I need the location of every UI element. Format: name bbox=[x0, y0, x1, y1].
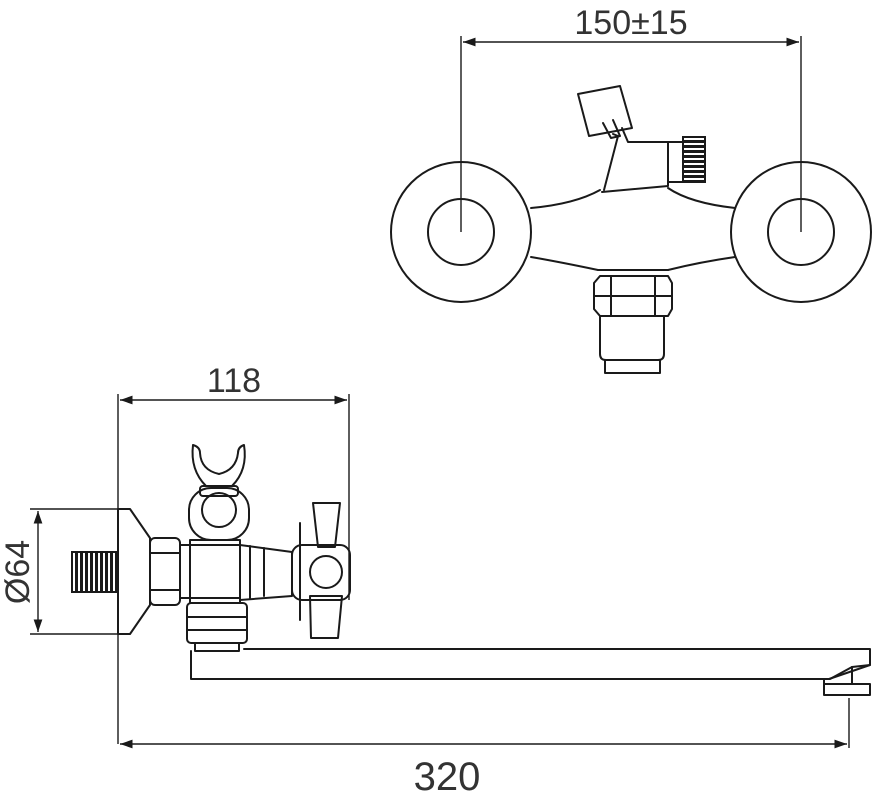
right-handle-top bbox=[730, 161, 872, 303]
spout bbox=[190, 648, 871, 696]
diverter-stem bbox=[188, 487, 250, 541]
outlet-nut-side bbox=[186, 602, 248, 652]
top-view: 150±15 bbox=[390, 4, 872, 374]
mixer-body-side bbox=[179, 539, 293, 604]
dimension-label-spout-length: 320 bbox=[414, 755, 481, 799]
diverter-knob bbox=[577, 85, 669, 193]
left-handle-top bbox=[390, 161, 532, 303]
shower-outlet-thread bbox=[667, 136, 706, 183]
dimension-spout-length: 320 bbox=[120, 698, 850, 799]
wall-flange bbox=[117, 508, 151, 635]
eccentric-nut bbox=[149, 537, 181, 606]
spout-nut-top bbox=[593, 275, 673, 374]
dimension-label-top-spacing: 150±15 bbox=[574, 4, 687, 42]
cross-handle-side bbox=[291, 502, 351, 639]
dimension-label-side-depth: 118 bbox=[207, 362, 261, 400]
dimension-label-flange-diameter: Ø64 bbox=[0, 540, 37, 604]
side-view: 118 Ø64 320 bbox=[0, 362, 871, 799]
dimension-top-spacing: 150±15 bbox=[460, 4, 802, 232]
dimension-flange-diameter: Ø64 bbox=[0, 508, 130, 635]
mixer-body-top bbox=[530, 187, 736, 271]
inlet-thread bbox=[71, 551, 119, 593]
